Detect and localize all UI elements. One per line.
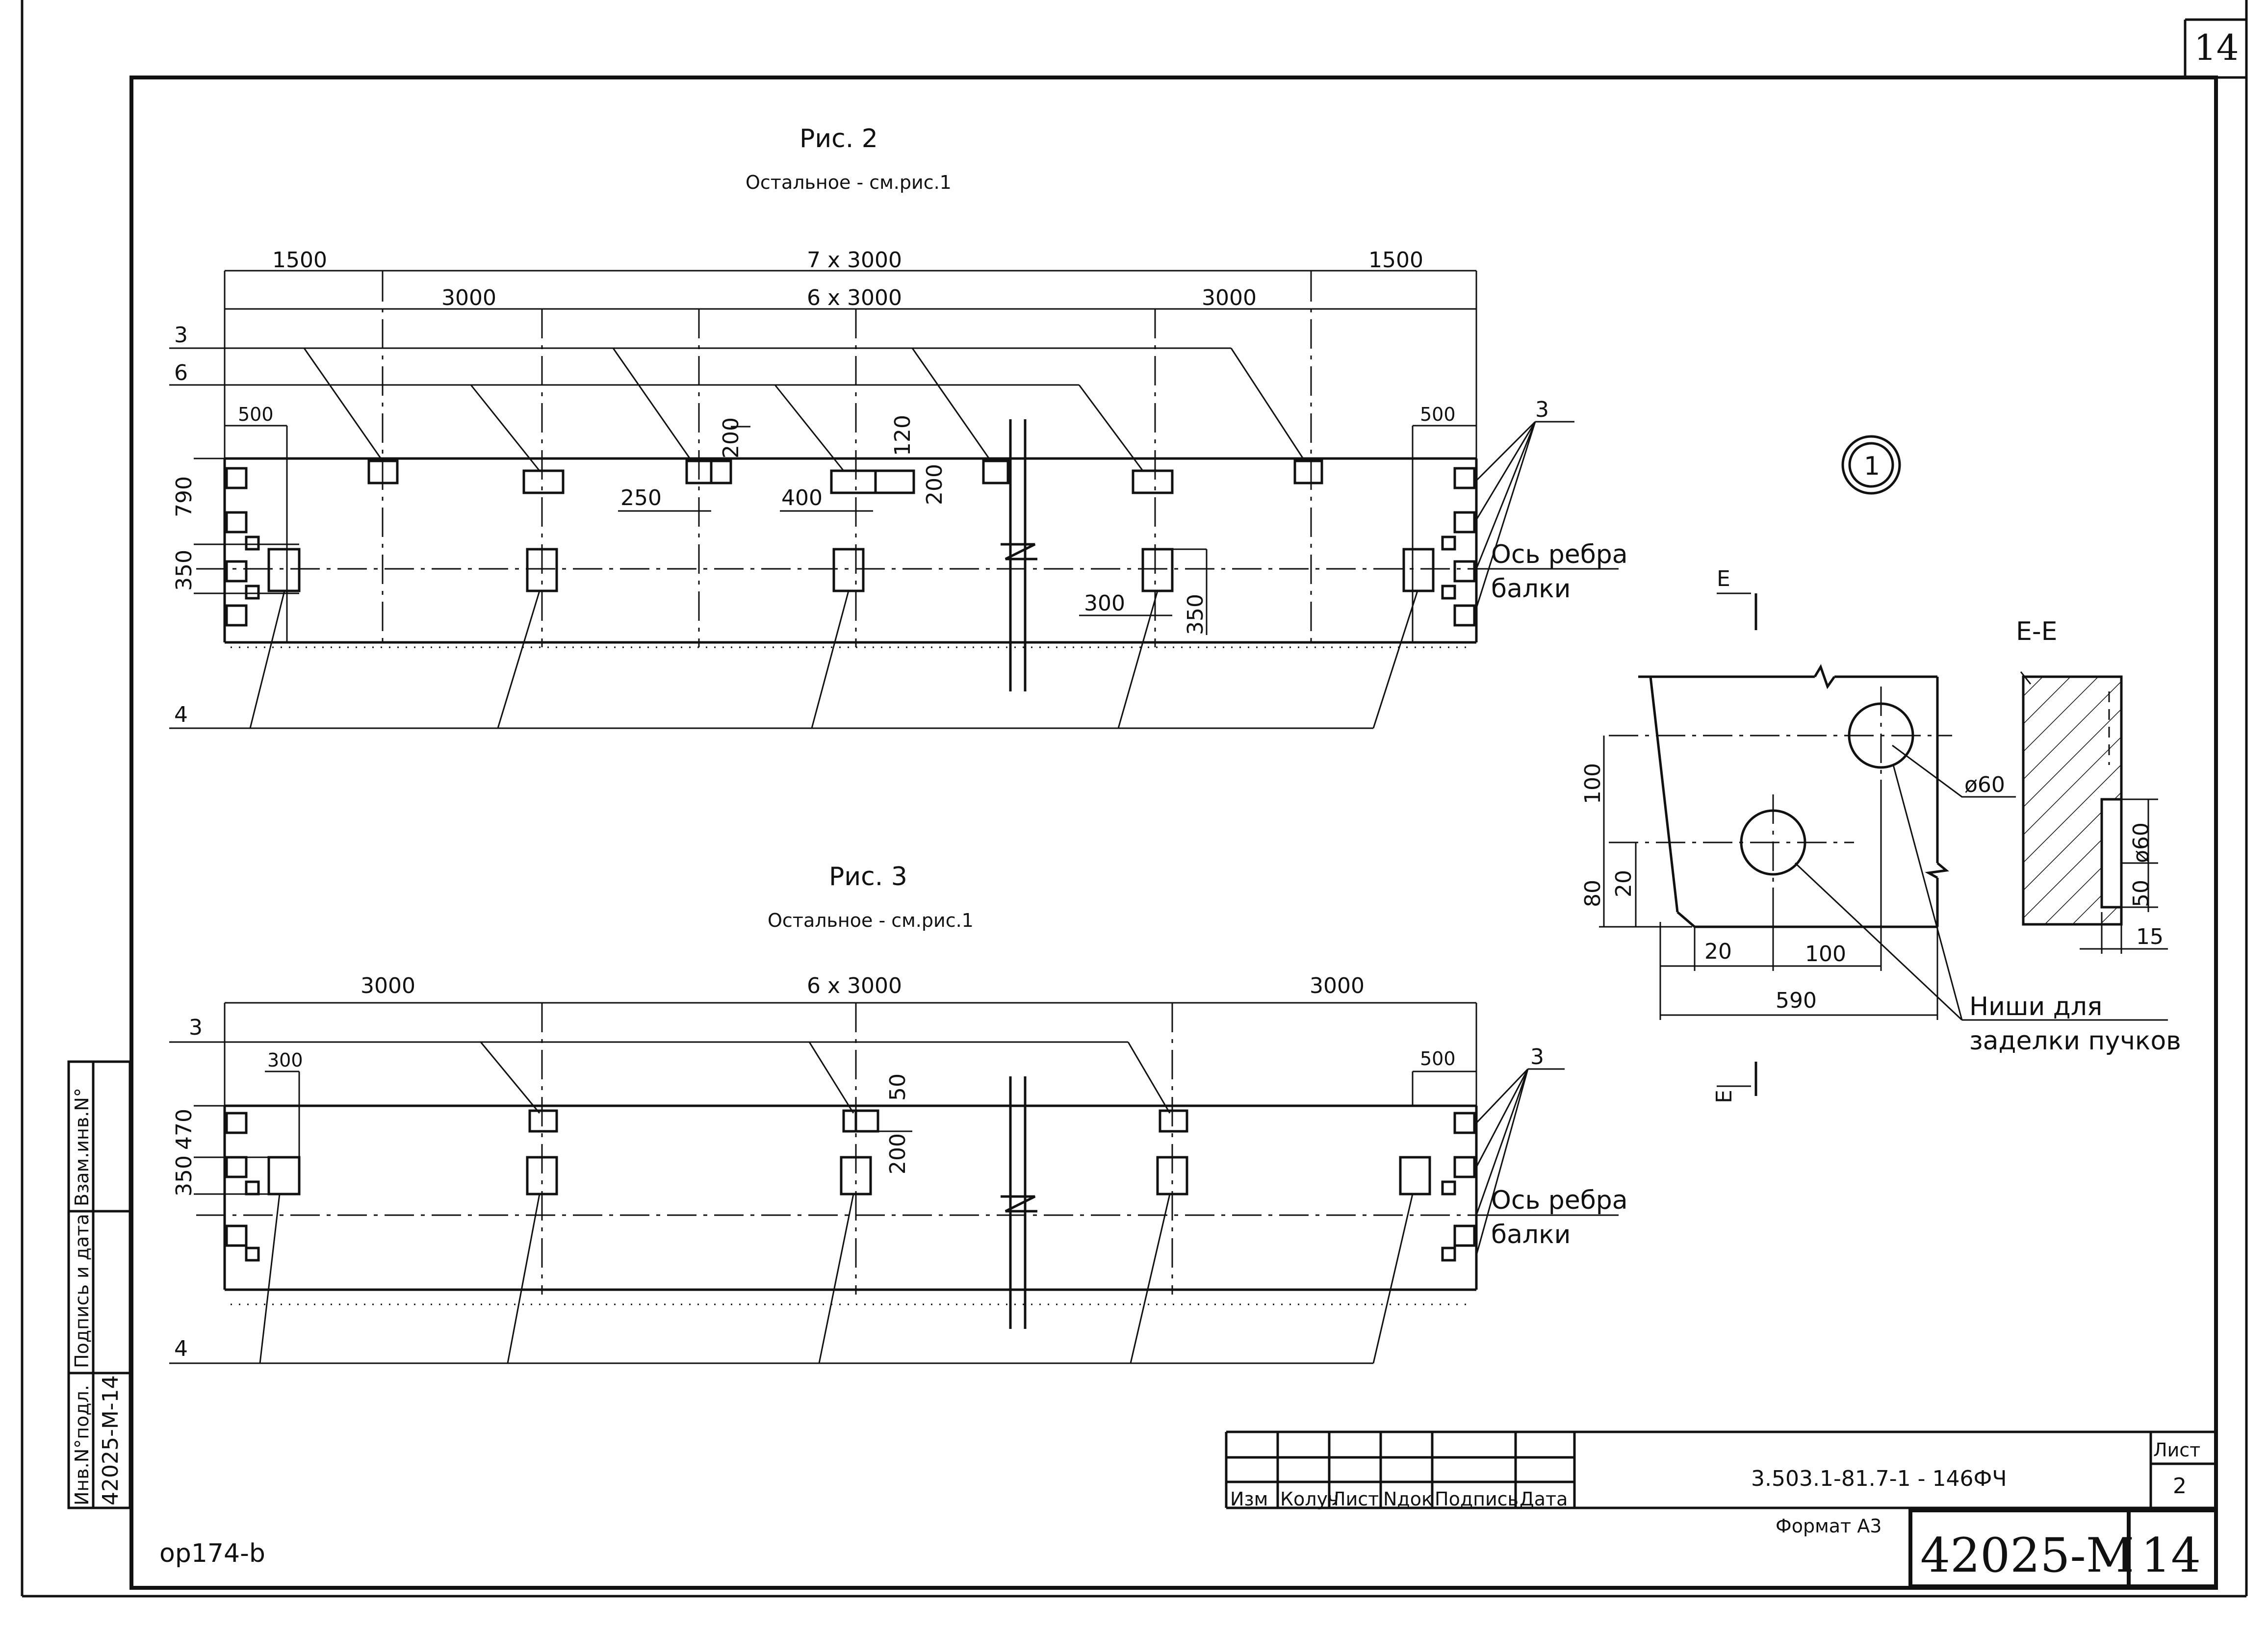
fig2-pos-3-right: 3 [1535, 397, 1549, 422]
fig2-dim-350-left: 350 [172, 550, 197, 591]
detail-dim-100-v: 100 [1580, 763, 1605, 804]
tb-header-data: Дата [1520, 1488, 1568, 1510]
fig2-dim-200-b: 200 [922, 464, 947, 505]
tb-header-podpis: Подпись [1435, 1488, 1519, 1510]
fig2-pos-6: 6 [174, 360, 188, 385]
stamp-cell-inv-podl: Инв.N°подл. [71, 1385, 93, 1505]
fig3-axis-note-2: балки [1491, 1220, 1571, 1249]
fig3-dim-3000-right: 3000 [1310, 973, 1365, 998]
fig2-dim-7x3000: 7 x 3000 [807, 248, 902, 273]
fig3-drawing: Рис. 3 Остальное - см.рис.1 3000 6 x 300… [169, 862, 1628, 1364]
fig3-dim-3000-left: 3000 [361, 973, 415, 998]
fig2-axis-note-2: балки [1491, 574, 1571, 604]
detail-dim-590: 590 [1776, 988, 1817, 1013]
fig2-dim-200-a: 200 [719, 417, 744, 458]
title-block: Изм Колуч Лист Nдок Подпись Дата 3.503.1… [1225, 1430, 2218, 1588]
fig3-axis-note-1: Ось ребра [1491, 1186, 1628, 1215]
fig2-dim-6x3000: 6 x 3000 [807, 285, 902, 310]
fig2-drawing: Рис. 2 Остальное - см.рис.1 1500 7 x 300… [169, 124, 1628, 729]
stamp-cell-vzam: Взам.инв.N° [71, 1088, 93, 1206]
tb-archive-sheet: 14 [2141, 1528, 2201, 1583]
tb-header-ndok: Nдок [1383, 1488, 1433, 1510]
stamp-cell-podpis: Подпись и дата [71, 1214, 93, 1368]
fig2-dim-500-right: 500 [1420, 404, 1456, 425]
fig3-dim-6x3000: 6 x 3000 [807, 973, 902, 998]
fig2-pos-3: 3 [174, 323, 188, 348]
section-title: Е-Е [2016, 617, 2057, 646]
fig2-title: Рис. 2 [799, 124, 878, 153]
fig3-dim-470: 470 [172, 1109, 197, 1150]
fig3-dim-50: 50 [885, 1073, 910, 1101]
detail-dim-100-h: 100 [1805, 942, 1846, 967]
fig2-axis-note-1: Ось ребра [1491, 540, 1628, 569]
fig2-dim-120: 120 [890, 415, 915, 456]
fig2-dim-500-left: 500 [238, 404, 274, 425]
detail-dim-80: 80 [1580, 880, 1605, 907]
section-e-e: Е-Е ø60 50 15 [2016, 617, 2168, 954]
fig2-dim-250: 250 [620, 485, 662, 510]
fig2-dim-400: 400 [781, 485, 823, 510]
fig3-title: Рис. 3 [829, 862, 907, 891]
fig3-note: Остальное - см.рис.1 [768, 910, 974, 931]
fig2-dim-3000-left: 3000 [441, 285, 496, 310]
tb-sheet-label: Лист [2153, 1439, 2200, 1461]
fig3-dim-300: 300 [267, 1049, 303, 1071]
detail-note-1: Ниши для [1969, 992, 2102, 1021]
fig3-dim-500: 500 [1420, 1048, 1456, 1070]
tb-archive: 42025-М [1920, 1528, 2134, 1583]
section-mark-bottom: Е [1712, 1090, 1737, 1103]
sheet-number-top: 14 [2194, 27, 2239, 68]
detail-dim-20-v: 20 [1611, 870, 1636, 897]
section-dim-dia60: ø60 [2129, 822, 2154, 863]
fig2-dim-1500-right: 1500 [1368, 248, 1423, 273]
section-dim-50: 50 [2129, 880, 2154, 907]
fig2-dim-790: 790 [172, 476, 197, 517]
tb-sheet-value: 2 [2173, 1474, 2187, 1499]
fig3-dim-200: 200 [885, 1133, 910, 1174]
fig2-dim-1500-left: 1500 [272, 248, 327, 273]
detail-callout: 1 [1864, 452, 1880, 481]
fig3-pos-3: 3 [189, 1015, 203, 1040]
section-dim-15: 15 [2136, 924, 2164, 949]
sheet-frames [21, 0, 2248, 1598]
fig2-dim-3000-right: 3000 [1202, 285, 1257, 310]
fig3-pos-3-right: 3 [1530, 1044, 1544, 1070]
fig2-dim-350-right: 350 [1183, 594, 1208, 635]
stamp-inv-number: 42025-М-14 [98, 1375, 123, 1505]
detail-note-2: заделки пучков [1969, 1026, 2181, 1056]
tb-designation: 3.503.1-81.7-1 - 146ФЧ [1751, 1466, 2007, 1491]
tb-header-izm: Изм [1230, 1488, 1268, 1510]
detail-1: 1 Е Е 100 80 20 20 100 [1580, 435, 2181, 1103]
footer-code: ор174-b [159, 1539, 265, 1568]
fig2-note: Остальное - см.рис.1 [746, 172, 952, 193]
detail-dim-dia60: ø60 [1964, 772, 2005, 797]
fig2-dim-300: 300 [1084, 591, 1125, 616]
fig3-dim-350: 350 [172, 1155, 197, 1197]
tb-header-koluch: Колуч [1280, 1488, 1339, 1510]
side-stamp: Инв.N°подл. Подпись и дата Взам.инв.N° 4… [67, 1060, 131, 1509]
detail-dim-20-h: 20 [1704, 939, 1732, 964]
tb-header-list: Лист [1332, 1488, 1379, 1510]
fig3-pos-4: 4 [174, 1336, 188, 1361]
fig2-pos-4: 4 [174, 702, 188, 727]
tb-format: Формат А3 [1776, 1515, 1881, 1537]
section-mark-top: Е [1717, 566, 1730, 591]
